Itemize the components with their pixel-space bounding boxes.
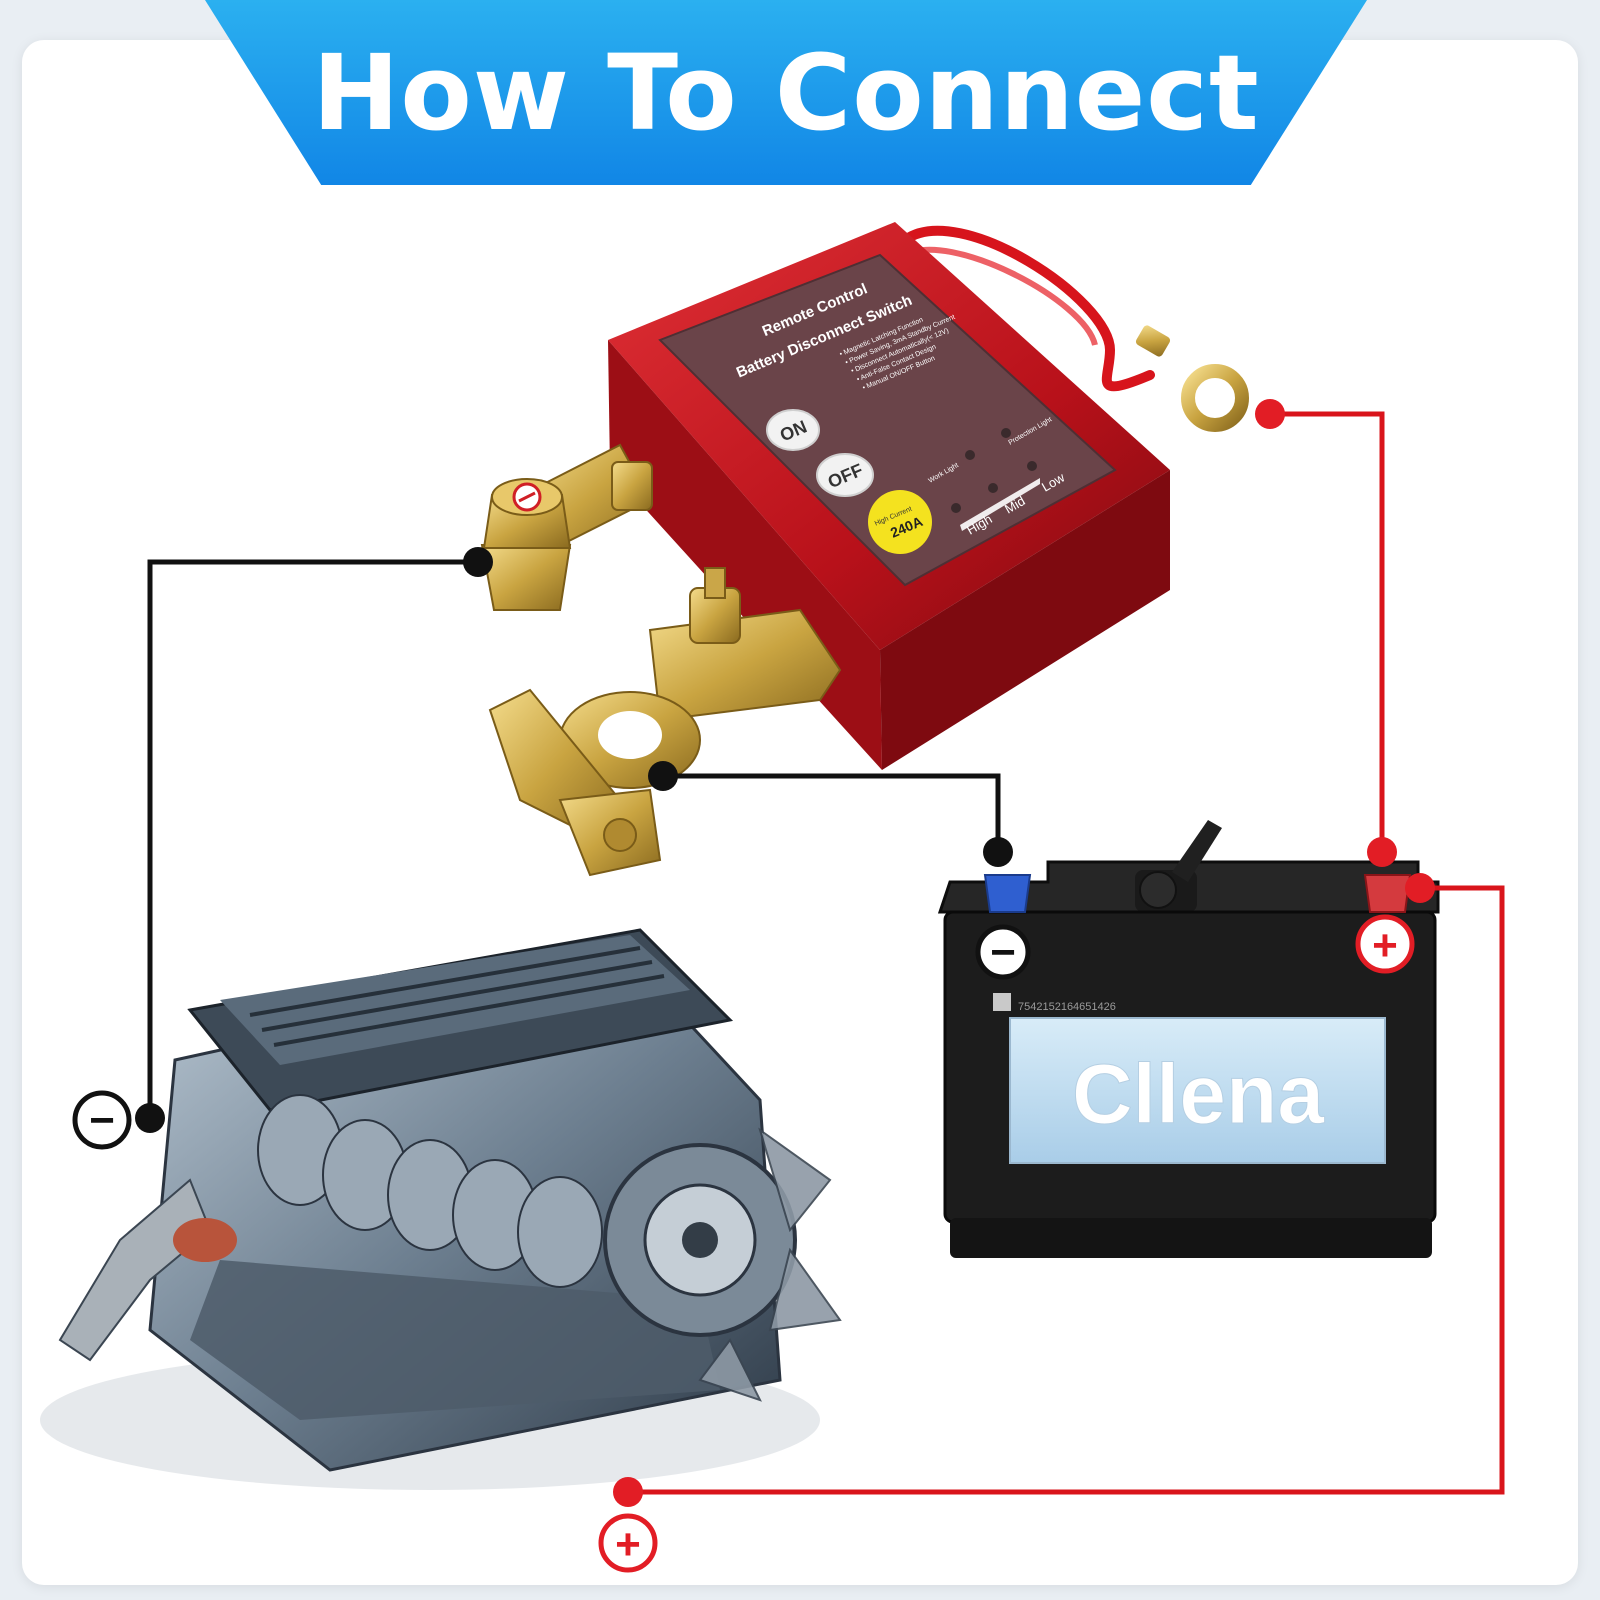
engine-positive-symbol: + bbox=[598, 1513, 658, 1573]
battery-negative-terminal bbox=[983, 874, 1032, 913]
minus-icon: − bbox=[990, 928, 1016, 977]
dot-engine-ground bbox=[135, 1103, 165, 1133]
switch-positive-wire bbox=[1270, 411, 1385, 852]
level-light-mid bbox=[988, 483, 998, 493]
off-button[interactable]: OFF bbox=[816, 453, 874, 497]
ring-terminal bbox=[1135, 325, 1249, 432]
dot-battery-positive-2 bbox=[1405, 873, 1435, 903]
plus-icon: + bbox=[1372, 921, 1398, 970]
dot-clamp bbox=[648, 761, 678, 791]
dot-battery-negative bbox=[983, 837, 1013, 867]
level-light-high bbox=[951, 503, 961, 513]
dot-battery-positive bbox=[1367, 837, 1397, 867]
battery-disconnect-switch: Remote Control Battery Disconnect Switch… bbox=[480, 222, 1249, 877]
on-button[interactable]: ON bbox=[766, 409, 820, 451]
dot-ring-terminal bbox=[1255, 399, 1285, 429]
battery-negative-symbol: − bbox=[975, 924, 1031, 980]
current-rating-badge: High Current 240A bbox=[868, 490, 932, 554]
level-light-low bbox=[1027, 461, 1037, 471]
connection-dots bbox=[135, 399, 1435, 1507]
battery-brand: Cllena bbox=[1072, 1047, 1325, 1141]
header-banner bbox=[205, 0, 1367, 185]
dot-engine-positive bbox=[613, 1477, 643, 1507]
battery-illustration: Cllena 7542152164651426 bbox=[937, 820, 1440, 1258]
engine-ground-wire bbox=[147, 559, 478, 1118]
battery-post-clamp bbox=[488, 567, 842, 877]
level-wedge bbox=[960, 478, 1040, 531]
work-light bbox=[965, 450, 975, 460]
protection-light bbox=[1001, 428, 1011, 438]
dot-switch-top-post bbox=[463, 547, 493, 577]
battery-positive-terminal bbox=[1363, 874, 1412, 913]
battery-negative-wire bbox=[663, 773, 1001, 852]
minus-icon: − bbox=[89, 1096, 115, 1145]
negative-wires bbox=[147, 559, 1001, 1118]
engine-negative-symbol: − bbox=[72, 1090, 132, 1150]
switch-top-post bbox=[480, 478, 572, 611]
battery-positive-symbol: + bbox=[1355, 914, 1415, 974]
plus-icon: + bbox=[615, 1520, 641, 1569]
battery-serial: 7542152164651426 bbox=[1018, 1001, 1116, 1013]
engine-illustration bbox=[40, 928, 842, 1490]
page-title: How To Connect bbox=[312, 32, 1260, 154]
